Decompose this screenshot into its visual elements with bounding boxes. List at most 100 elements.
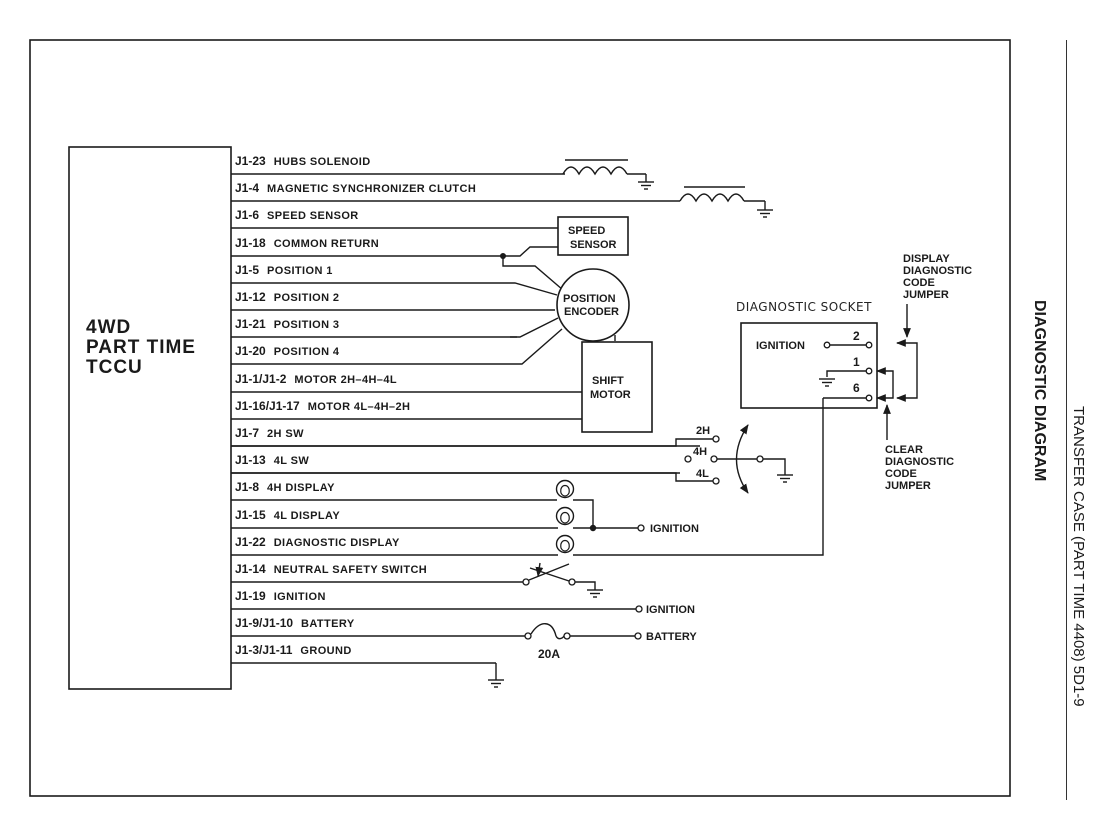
pin-number: J1-16/J1-17	[235, 399, 300, 413]
pin-label: J1-23 HUBS SOLENOID	[235, 154, 371, 168]
tccu-module: 4WD PART TIME TCCU	[68, 146, 232, 690]
pin-number: J1-6	[235, 208, 259, 222]
position-encoder: POSITION ENCODER	[505, 268, 630, 365]
pin-function: IGNITION	[274, 591, 326, 603]
tccu-label-line3: TCCU	[86, 357, 143, 378]
mode-switch-4h-label: 4H	[693, 446, 707, 458]
pin-label: J1-22 DIAGNOSTIC DISPLAY	[235, 535, 400, 549]
lamp-icon	[555, 479, 575, 499]
display-jumper-line2: DIAGNOSTIC	[903, 265, 972, 277]
pin-label: J1-7 2H SW	[235, 426, 304, 440]
ignition-terminal-label: IGNITION	[646, 604, 695, 616]
display-ignition-label: IGNITION	[650, 523, 699, 535]
ground-icon	[487, 679, 505, 688]
pin-label: J1-13 4L SW	[235, 453, 309, 467]
pin-label: J1-16/J1-17 MOTOR 4L–4H–2H	[235, 399, 410, 413]
pin-function: HUBS SOLENOID	[274, 156, 371, 168]
pin-function: POSITION 2	[274, 292, 340, 304]
pin-function: 4L SW	[274, 455, 310, 467]
neutral-safety-switch	[522, 562, 604, 598]
pin-function: MAGNETIC SYNCHRONIZER CLUTCH	[267, 183, 476, 195]
speed-sensor-label-line2: SENSOR	[570, 239, 617, 251]
ground-icon	[637, 181, 655, 190]
display-jumper-line4: JUMPER	[903, 289, 949, 301]
jumpers: DISPLAY DIAGNOSTIC CODE JUMPER CLEAR DIA…	[876, 253, 972, 492]
pin-number: J1-8	[235, 480, 259, 494]
tccu-label-line1: 4WD	[86, 317, 131, 338]
pin-number: J1-14	[235, 562, 266, 576]
pin-number: J1-12	[235, 290, 266, 304]
pin-label-list: J1-23 HUBS SOLENOID J1-4 MAGNETIC SYNCHRONI…	[235, 154, 476, 657]
running-header: TRANSFER CASE (PART TIME 4408) 5D1-9	[1070, 406, 1087, 707]
pin-number: J1-7	[235, 426, 259, 440]
tccu-label-line2: PART TIME	[86, 337, 196, 358]
pin-number: J1-15	[235, 508, 266, 522]
pin-number: J1-3/J1-11	[235, 643, 293, 657]
margin-rule	[1066, 40, 1067, 800]
socket-terminal-6: 6	[853, 381, 860, 395]
mode-switch: 2H 4H 4L	[231, 424, 794, 494]
battery-terminal-label: BATTERY	[646, 631, 697, 643]
clear-jumper-line4: JUMPER	[885, 480, 931, 492]
pin-label: J1-12 POSITION 2	[235, 290, 339, 304]
page-frame	[29, 39, 1011, 797]
speed-sensor-label-line1: SPEED	[568, 225, 605, 237]
pin-function: SPEED SENSOR	[267, 210, 359, 222]
ground-icon	[776, 474, 794, 483]
display-jumper-line1: DISPLAY	[903, 253, 950, 265]
pin-function: 2H SW	[267, 428, 304, 440]
pin-function: GROUND	[300, 645, 351, 657]
socket-terminal-1: 1	[853, 355, 860, 369]
ground-connection	[487, 663, 505, 688]
mode-switch-4l-label: 4L	[696, 468, 709, 480]
pin-label: J1-3/J1-11 GROUND	[235, 643, 352, 657]
clear-jumper-line3: CODE	[885, 468, 917, 480]
shift-motor: SHIFT MOTOR	[581, 335, 653, 433]
mode-switch-2h-label: 2H	[696, 425, 710, 437]
pin-function: DIAGNOSTIC DISPLAY	[274, 537, 400, 549]
pin-number: J1-13	[235, 453, 266, 467]
diagnostic-socket: DIAGNOSTIC SOCKET IGNITION 2 1 6	[736, 300, 878, 409]
section-title: DIAGNOSTIC DIAGRAM	[1031, 300, 1048, 482]
fuse-rating-label: 20A	[538, 647, 560, 661]
pin-label: J1-14 NEUTRAL SAFETY SWITCH	[235, 562, 427, 576]
pin-label: J1-15 4L DISPLAY	[235, 508, 340, 522]
pin-function: 4L DISPLAY	[274, 510, 341, 522]
shift-motor-label-line2: MOTOR	[590, 389, 631, 401]
pin-number: J1-23	[235, 154, 266, 168]
pin-function: POSITION 3	[274, 319, 340, 331]
pin-number: J1-4	[235, 181, 259, 195]
pin-function: POSITION 1	[267, 265, 333, 277]
pin-number: J1-22	[235, 535, 266, 549]
pin-function: NEUTRAL SAFETY SWITCH	[274, 564, 427, 576]
pin-number: J1-1/J1-2	[235, 372, 287, 386]
pin-number: J1-19	[235, 589, 266, 603]
pin-label: J1-19 IGNITION	[235, 589, 326, 603]
diagnostic-socket-title: DIAGNOSTIC SOCKET	[736, 300, 872, 314]
ground-icon	[756, 209, 774, 218]
pin-label: J1-6 SPEED SENSOR	[235, 208, 359, 222]
lamp-icon	[555, 534, 575, 554]
socket-ignition-label: IGNITION	[756, 340, 805, 352]
pin-function: MOTOR 4L–4H–2H	[308, 401, 411, 413]
shift-motor-label-line1: SHIFT	[592, 375, 624, 387]
speed-sensor: SPEED SENSOR	[500, 216, 629, 291]
ignition-terminal: IGNITION	[635, 604, 695, 616]
display-lamps: IGNITION	[555, 398, 824, 556]
position-encoder-label-line1: POSITION	[563, 293, 616, 305]
pin-number: J1-5	[235, 263, 259, 277]
lamp-icon	[555, 506, 575, 526]
socket-terminal-2: 2	[853, 329, 860, 343]
pin-label: J1-1/J1-2 MOTOR 2H–4H–4L	[235, 372, 397, 386]
pin-number: J1-18	[235, 236, 266, 250]
pin-label: J1-4 MAGNETIC SYNCHRONIZER CLUTCH	[235, 181, 476, 195]
pin-function: MOTOR 2H–4H–4L	[294, 374, 397, 386]
display-jumper-line3: CODE	[903, 277, 935, 289]
magnetic-clutch-coil	[679, 186, 774, 218]
